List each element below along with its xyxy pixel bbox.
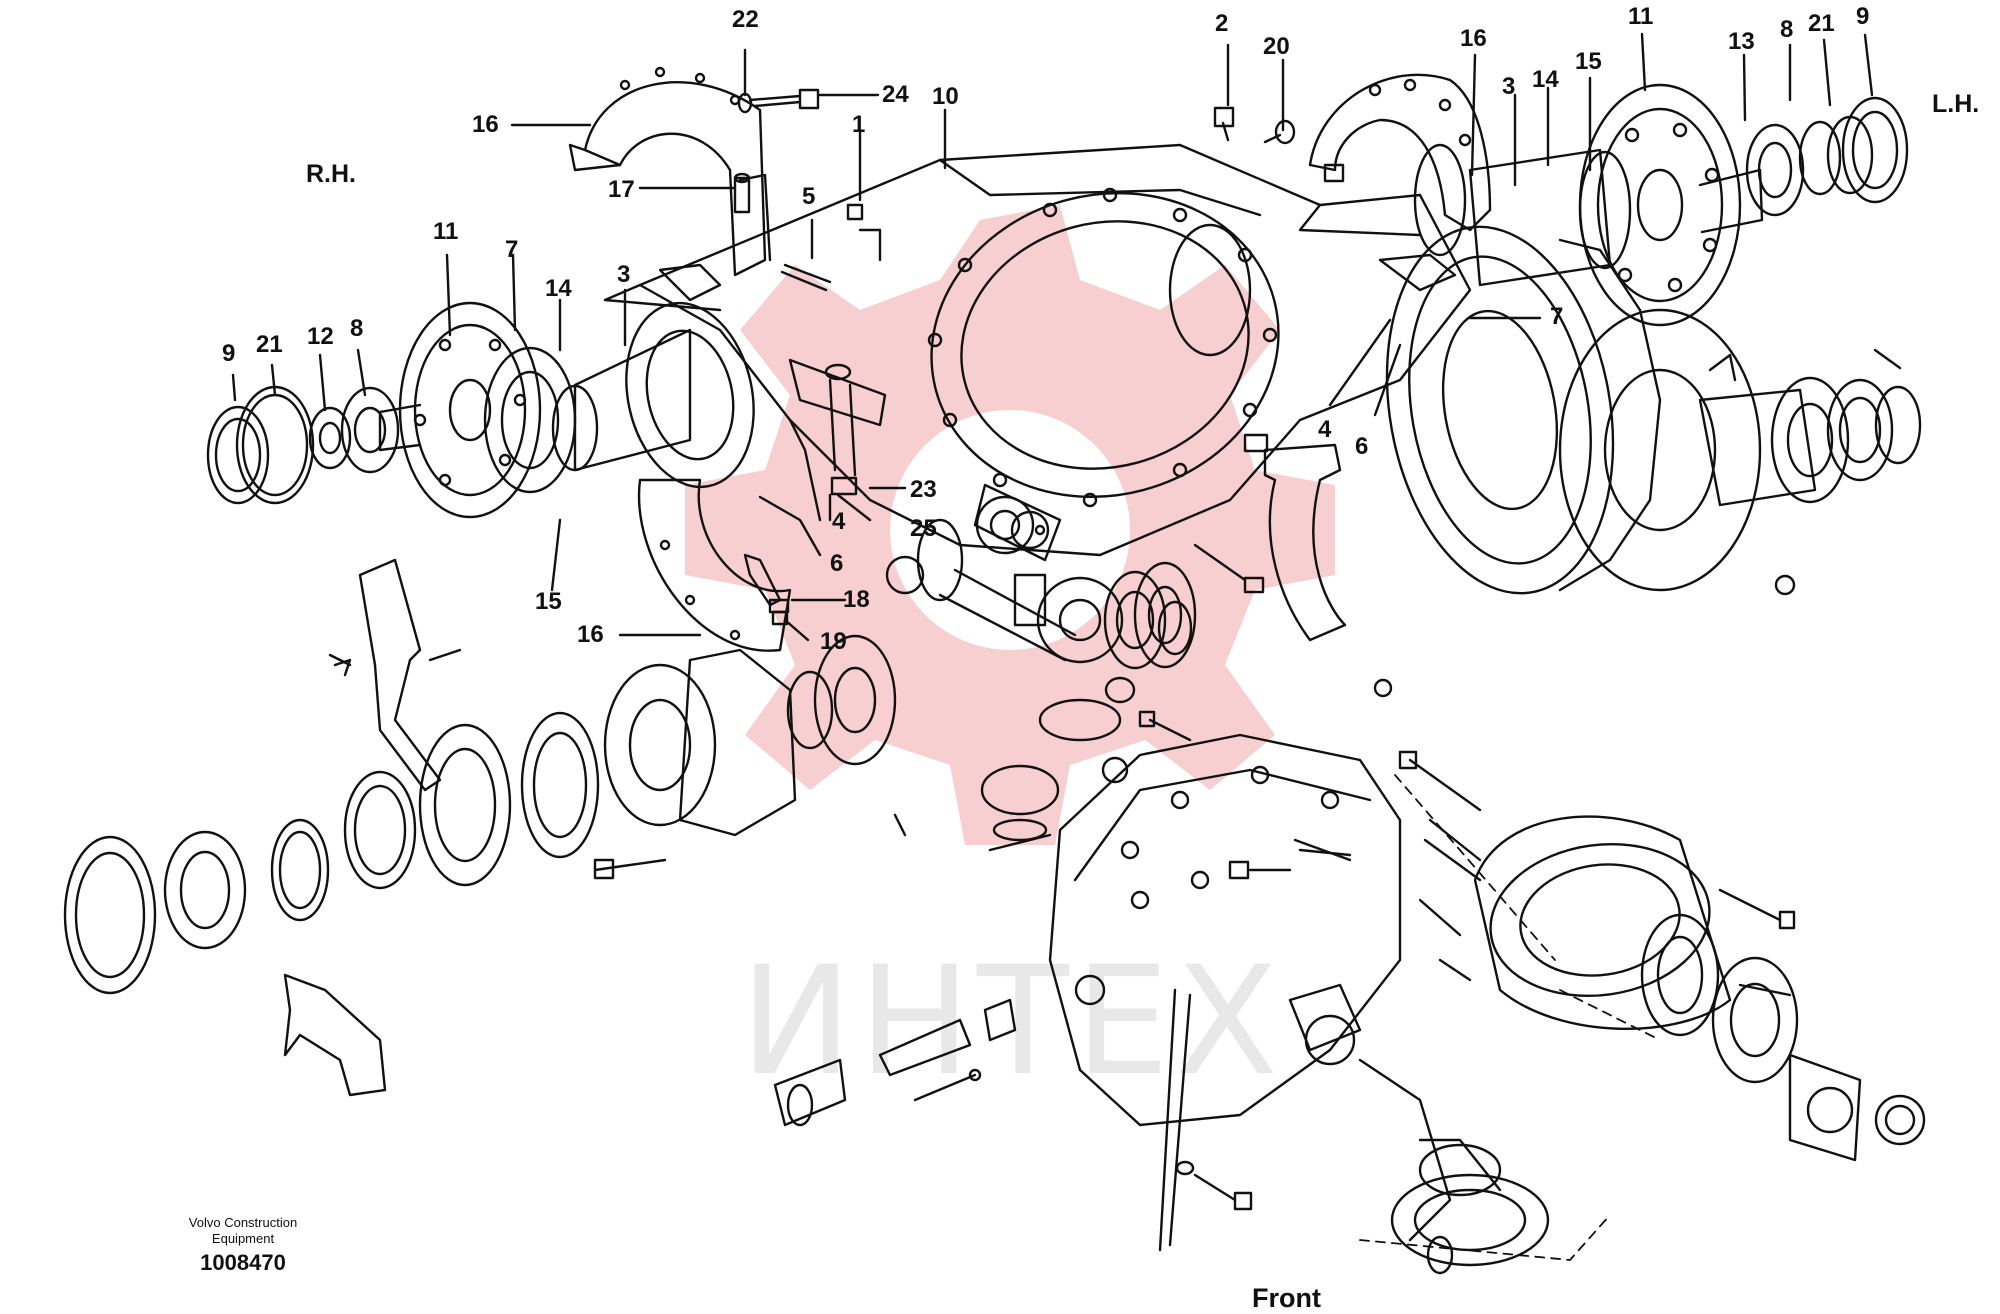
rh-shaft-assembly [206, 301, 755, 519]
callout-12: 12 [307, 323, 334, 350]
callout-20: 20 [1263, 33, 1290, 60]
callout-15-rh: 15 [535, 588, 562, 615]
callout-6-rh: 6 [830, 550, 844, 577]
callout-9-rh: 9 [222, 340, 236, 367]
callout-11-lh: 11 [1628, 3, 1654, 30]
watermark-gear-shape [685, 205, 1335, 845]
bracket-23 [788, 358, 887, 496]
callout-25: 25 [910, 515, 937, 542]
callout-6-lh: 6 [1355, 433, 1369, 460]
plug-1 [846, 203, 864, 221]
callout-4-lh: 4 [1318, 416, 1332, 443]
pinion-carrier-housing [1048, 733, 1550, 1275]
callout-16-rh-lower: 16 [577, 621, 604, 648]
leader-lines [231, 32, 1874, 642]
callout-7-lh: 7 [1550, 303, 1564, 330]
lock-plate [283, 973, 387, 1097]
callout-16-rh-upper: 16 [472, 111, 499, 138]
clamp-18 [743, 553, 790, 626]
differential-gears [786, 483, 1197, 852]
callout-8-lh: 8 [1780, 16, 1794, 43]
callout-10: 10 [932, 83, 959, 110]
callout-13: 13 [1728, 28, 1755, 55]
lh-bearing-cap-lower [1193, 433, 1347, 642]
misc-small-parts [333, 353, 1737, 837]
shift-fork [328, 558, 462, 792]
differential-case-right [1558, 308, 1922, 596]
front-label: Front [1252, 1283, 1321, 1313]
callout-7-rh: 7 [505, 236, 519, 263]
left-hand-label: L.H. [1932, 90, 1980, 118]
manufacturer-line-2: Equipment [211, 1231, 275, 1246]
rh-bearing-cap-lower [637, 478, 792, 652]
callout-22: 22 [732, 6, 759, 33]
lh-shaft-assembly [1213, 83, 1909, 327]
right-hand-label: R.H. [306, 160, 356, 188]
callout-3-lh: 3 [1502, 73, 1516, 100]
carrier-bolts [1138, 710, 1796, 1261]
callout-1: 1 [852, 111, 866, 138]
callout-11-rh: 11 [433, 218, 459, 245]
callout-5: 5 [802, 183, 816, 210]
callout-16-lh: 16 [1460, 25, 1487, 52]
differential-case-lower-right [1473, 815, 1926, 1162]
lh-bearing-cap-upper [1308, 73, 1492, 232]
callout-23: 23 [910, 476, 937, 503]
callout-24: 24 [882, 81, 909, 108]
mounting-bolt [1175, 1160, 1253, 1211]
breather-parts [773, 998, 1017, 1127]
callout-18: 18 [843, 586, 870, 613]
drawing-number: 1008470 [200, 1250, 286, 1275]
manufacturer-line-1: Volvo Construction [188, 1215, 298, 1230]
bolt-24 [737, 88, 820, 114]
callout-21-rh: 21 [256, 331, 283, 358]
callout-9-lh: 9 [1856, 3, 1870, 30]
callout-2: 2 [1215, 10, 1229, 37]
stud-5 [780, 263, 832, 292]
callout-21-lh: 21 [1808, 10, 1835, 37]
callout-4-rh: 4 [832, 508, 846, 535]
callout-15-lh: 15 [1575, 48, 1602, 75]
ring-gear [1385, 225, 1662, 595]
dowel-17 [733, 172, 751, 214]
callout-19: 19 [820, 628, 847, 655]
callout-14-rh: 14 [545, 275, 572, 302]
callout-14-lh: 14 [1532, 66, 1559, 93]
callout-8-rh: 8 [350, 315, 364, 342]
output-flange-assembly [63, 648, 797, 995]
callout-17: 17 [608, 176, 635, 203]
callout-3-rh: 3 [617, 261, 631, 288]
